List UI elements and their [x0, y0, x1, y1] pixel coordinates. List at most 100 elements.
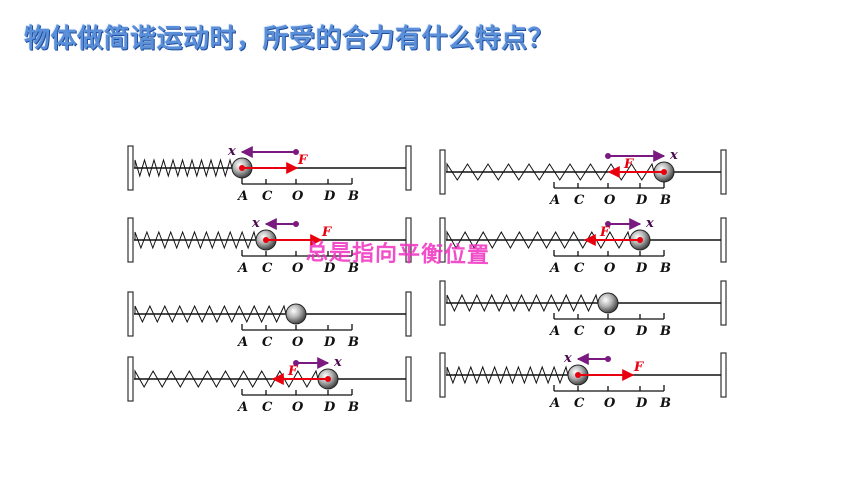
scale-label-C: C — [574, 193, 585, 208]
scale-label-A: A — [236, 335, 248, 350]
scale-label-B: B — [347, 400, 359, 415]
force-origin — [263, 237, 269, 243]
force-label: F — [321, 225, 332, 240]
scale-label-D: D — [635, 261, 648, 276]
scale-label-D: D — [323, 189, 336, 204]
spring — [446, 293, 599, 313]
spring — [134, 230, 257, 250]
scale-label-A: A — [236, 189, 248, 204]
force-label: F — [633, 360, 644, 375]
force-origin — [325, 376, 331, 382]
scale-label-B: B — [347, 335, 359, 350]
force-origin — [239, 165, 245, 171]
scale-label-O: O — [604, 396, 616, 411]
scale-label-D: D — [323, 335, 336, 350]
scale-label-O: O — [292, 189, 304, 204]
scale-label-O: O — [292, 335, 304, 350]
oscillator-ball — [285, 303, 307, 325]
left-wall — [127, 291, 134, 337]
force-origin — [637, 237, 643, 243]
slide-title: 物体做简谐运动时，所受的合力有什么特点？ — [24, 24, 555, 54]
right-wall — [720, 149, 727, 195]
scale-label-C: C — [262, 261, 273, 276]
left-wall — [439, 280, 446, 326]
spring — [134, 369, 319, 389]
scale-label-O: O — [604, 324, 616, 339]
scale-label-D: D — [635, 324, 648, 339]
left-wall — [439, 149, 446, 195]
scale-label-C: C — [262, 189, 273, 204]
displacement-origin — [605, 153, 611, 159]
displacement-label: x — [251, 216, 260, 231]
scale-label-C: C — [574, 324, 585, 339]
scale-label-C: C — [262, 400, 273, 415]
left-wall — [439, 217, 446, 263]
displacement-label: x — [645, 216, 654, 231]
displacement-label: x — [333, 355, 342, 370]
displacement-origin — [293, 149, 299, 155]
force-label: F — [287, 364, 298, 379]
displacement-origin — [293, 360, 299, 366]
scale-label-B: B — [659, 261, 671, 276]
scale-label-D: D — [323, 261, 336, 276]
force-label: F — [599, 225, 610, 240]
left-wall — [127, 356, 134, 402]
displacement-label: x — [669, 148, 678, 163]
displacement-label: x — [563, 351, 572, 366]
oscillator-ball — [597, 292, 619, 314]
scale-label-A: A — [548, 261, 560, 276]
scale-label-B: B — [659, 193, 671, 208]
scale-label-A: A — [236, 400, 248, 415]
spring — [446, 162, 655, 181]
left-wall — [127, 217, 134, 263]
right-wall — [405, 356, 412, 402]
right-wall — [405, 145, 412, 191]
scale-label-O: O — [604, 261, 616, 276]
displacement-origin — [293, 221, 299, 227]
spring — [134, 158, 233, 178]
left-wall — [127, 145, 134, 191]
scale-label-B: B — [347, 261, 359, 276]
scale-label-D: D — [635, 396, 648, 411]
force-label: F — [623, 157, 634, 172]
force-origin — [575, 372, 581, 378]
scale-label-C: C — [574, 261, 585, 276]
spring — [134, 304, 287, 324]
scale-label-B: B — [347, 189, 359, 204]
scale-label-C: C — [574, 396, 585, 411]
scale-label-A: A — [548, 396, 560, 411]
scale-label-A: A — [236, 261, 248, 276]
scale-label-D: D — [323, 400, 336, 415]
scale-label-O: O — [292, 261, 304, 276]
displacement-label: x — [227, 144, 236, 159]
force-label: F — [297, 153, 308, 168]
left-wall — [439, 352, 446, 398]
right-wall — [720, 280, 727, 326]
scale-label-D: D — [635, 193, 648, 208]
scale-label-O: O — [604, 193, 616, 208]
scale-label-A: A — [548, 324, 560, 339]
scale-label-A: A — [548, 193, 560, 208]
scale-label-B: B — [659, 324, 671, 339]
spring — [446, 230, 631, 250]
displacement-origin — [605, 356, 611, 362]
right-wall — [720, 352, 727, 398]
caption-points-to-equilibrium: 总是指向平衡位置 — [305, 240, 491, 269]
right-wall — [405, 291, 412, 337]
scale-label-B: B — [659, 396, 671, 411]
force-origin — [661, 169, 667, 175]
right-wall — [720, 217, 727, 263]
scale-label-O: O — [292, 400, 304, 415]
spring — [446, 365, 569, 385]
displacement-origin — [605, 221, 611, 227]
scale-label-C: C — [262, 335, 273, 350]
